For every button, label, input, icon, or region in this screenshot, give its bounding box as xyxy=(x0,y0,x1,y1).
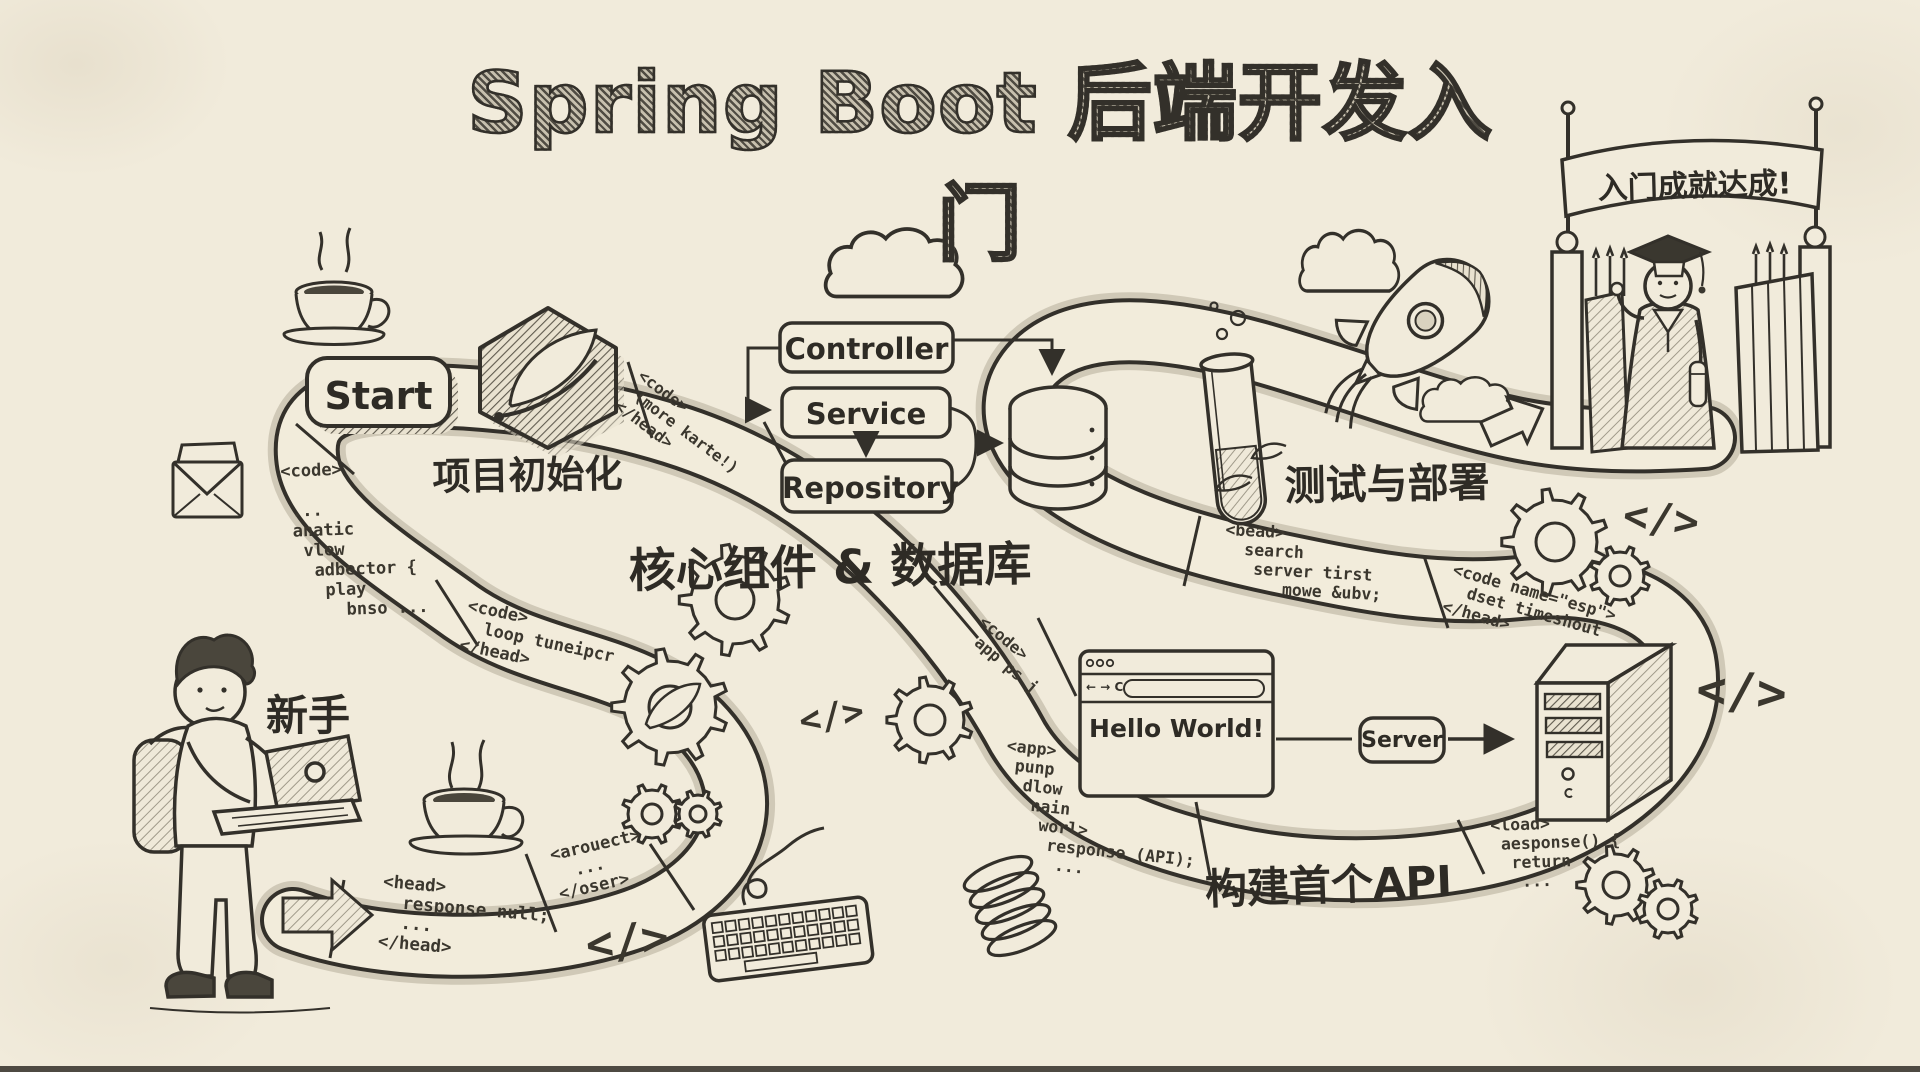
component-arrows xyxy=(745,338,1066,490)
rocket-smoke xyxy=(1214,442,1287,492)
keyboard-icon xyxy=(702,895,875,983)
browser-window-icon xyxy=(1078,649,1275,798)
server-tower-icon xyxy=(1533,641,1678,824)
gear-icons xyxy=(610,487,1699,940)
arrow-icon xyxy=(281,876,375,954)
rocket-icon xyxy=(1324,257,1491,429)
start-label: Start xyxy=(324,374,433,418)
newbie-label: 新手 xyxy=(266,691,351,740)
stage-label-init: 项目初始化 xyxy=(432,451,623,499)
code-snippet-8: <bead> search server tirst mowe &ubv; xyxy=(1222,520,1382,605)
controller-box-label: Controller xyxy=(784,332,949,366)
page-title: Spring Boot 后端开发入门 xyxy=(450,36,1510,278)
stage-label-core: 核心组件 & 数据库 xyxy=(628,536,1032,599)
browser-hello-world-text: Hello World! xyxy=(1089,714,1264,743)
stage-label-deploy: 测试与部署 xyxy=(1284,458,1490,510)
gate-icon xyxy=(1550,96,1832,454)
component-boxes xyxy=(778,321,955,514)
code-snippet-5: <app> punp dlow nain worl> response (API… xyxy=(994,736,1196,878)
browser-nav-icons: ← → C xyxy=(1086,680,1124,694)
code-snippet-10: <load> aesponse() { return ... xyxy=(1490,813,1621,892)
coil-spring-icon xyxy=(962,854,1058,958)
repository-box-label: Repository xyxy=(782,471,959,505)
server-box xyxy=(1358,716,1446,764)
start-button xyxy=(305,356,458,434)
bubbles-icon xyxy=(1209,301,1247,341)
road-path xyxy=(254,292,1743,985)
spring-leaf-logo-icon xyxy=(478,306,624,458)
code-snippet-1: <code> ... anatic vlew adbector { play b… xyxy=(280,459,429,622)
service-box-label: Service xyxy=(805,397,927,431)
stage-label-api: 构建首个API xyxy=(1204,856,1453,914)
code-tag-icon: </> xyxy=(1620,490,1702,547)
envelope-icon xyxy=(171,441,244,519)
graduate-icon xyxy=(1609,234,1716,450)
coffee-cup-icon xyxy=(408,739,525,856)
server-box-label: Server xyxy=(1361,728,1443,753)
database-icon xyxy=(1008,385,1108,511)
code-snippet-6: <head> response null; ... </head> xyxy=(377,872,551,959)
photo-bottom-edge xyxy=(0,1066,1920,1072)
person-laptop-icon xyxy=(132,633,363,1014)
code-tag-icon: </> xyxy=(1694,660,1789,723)
achievement-banner-label: 入门成就达成! xyxy=(1597,166,1792,207)
coffee-cup-icon xyxy=(282,227,391,346)
keyboard-cable xyxy=(741,826,825,906)
code-tag-icon: </> xyxy=(583,909,672,972)
leaf-in-gear-icon xyxy=(644,682,702,730)
arrow-icon xyxy=(1478,394,1545,448)
